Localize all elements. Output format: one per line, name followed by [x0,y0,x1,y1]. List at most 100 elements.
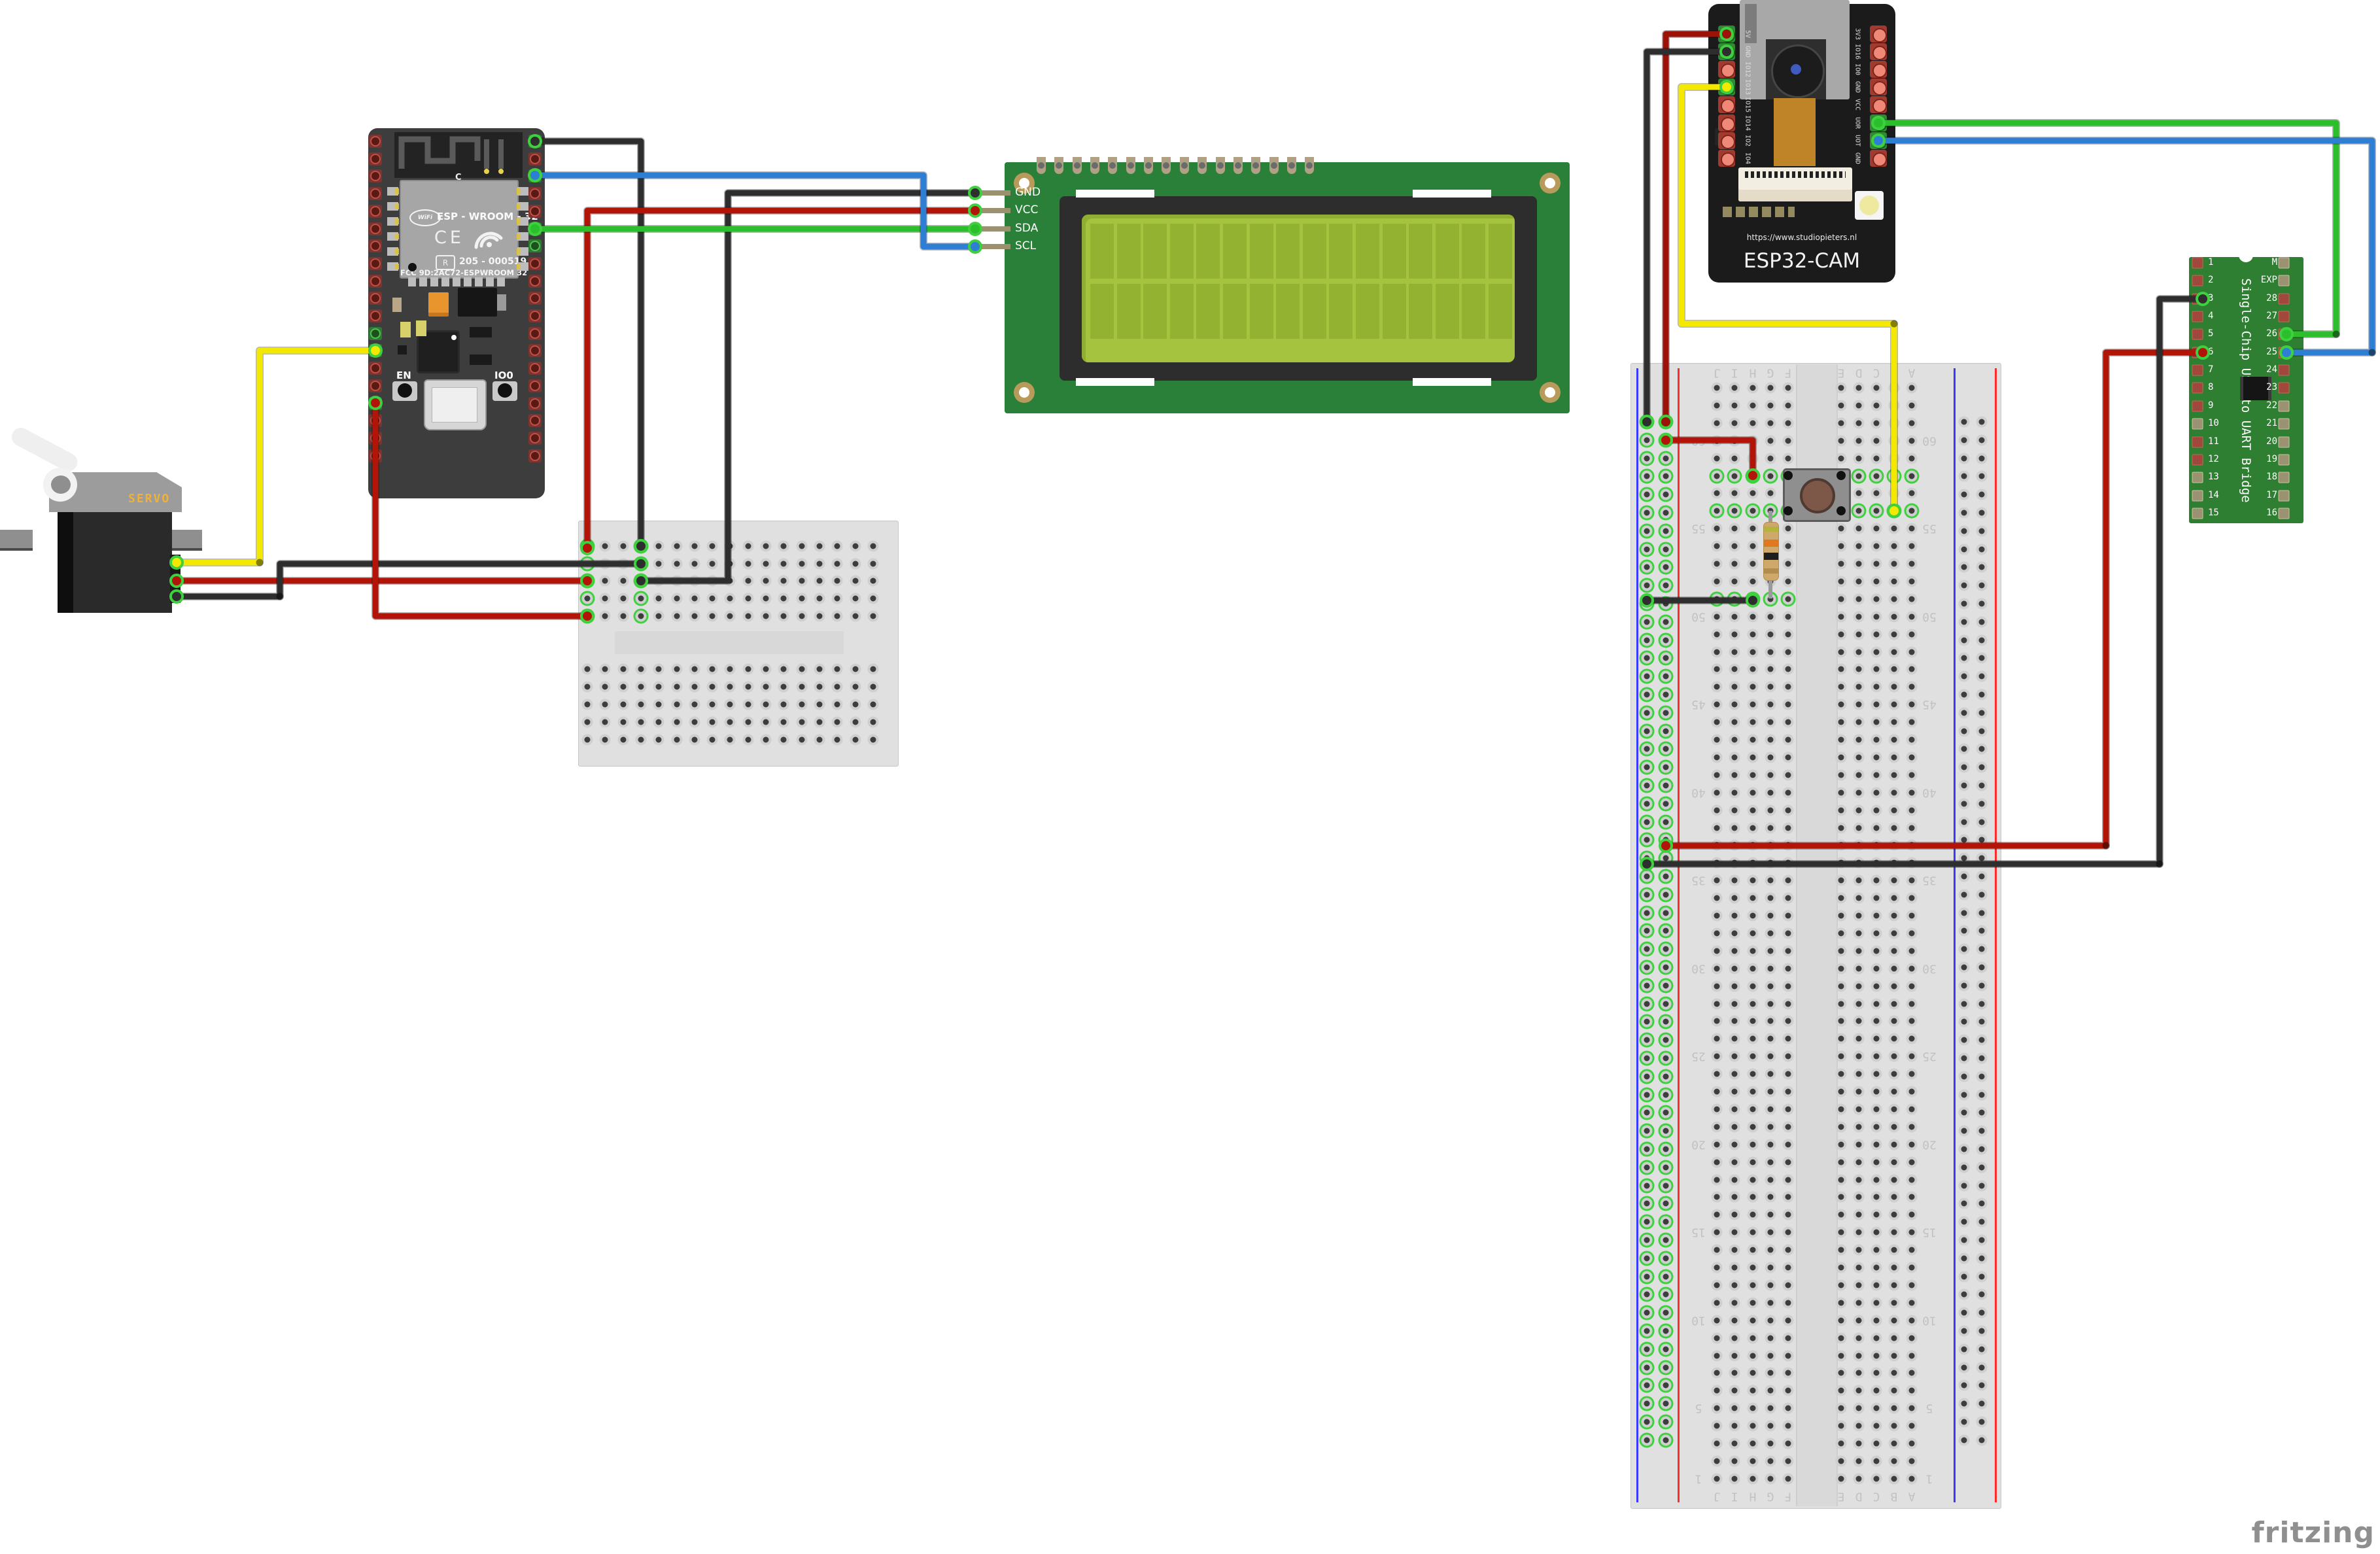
wire-connection-node[interactable] [2196,345,2210,360]
wire-bend-point[interactable] [2156,860,2164,868]
breadboard-hole [814,540,825,552]
wire-bend-point[interactable] [276,593,284,600]
wire-connection-node[interactable] [1887,504,1901,518]
breadboard-hole [1660,871,1672,882]
wire-bend-point[interactable] [256,559,264,566]
wire-connection-node[interactable] [368,396,383,410]
wire-connection-node[interactable] [580,541,595,555]
breadboard-hole [1641,1325,1653,1337]
wire-connection-node[interactable] [1871,133,1886,148]
breadboard-hole [1853,681,1865,693]
wire-bend-point[interactable] [2368,349,2376,356]
breadboard-hole [1729,611,1740,623]
breadboard-hole [1660,1016,1672,1027]
breadboard-hole [1782,382,1794,394]
sd-slot-detail [1745,4,1757,43]
wire-connection-node[interactable] [1640,415,1654,429]
breadboard-hole [1660,1362,1672,1373]
wire-connection-node[interactable] [968,186,982,200]
wire-rail-to-button-red[interactable] [1663,437,1756,479]
breadboard-hole [1660,670,1672,682]
breadboard-hole [796,681,808,693]
breadboard-hole [850,540,861,552]
breadboard-hole [1660,525,1672,537]
wire-connection-node[interactable] [580,609,595,623]
wire-connection-node[interactable] [634,574,648,588]
breadboard-hole [1976,689,1988,700]
wire-connection-node[interactable] [580,574,595,588]
wire-connection-node[interactable] [1659,838,1673,853]
breadboard-hole [1660,634,1672,646]
wire-connection-node[interactable] [169,574,184,588]
wire-cam-gnd-to-rail[interactable] [1644,48,1730,425]
wire-connection-node[interactable] [1746,468,1760,483]
breadboard-hole [1660,798,1672,810]
breadboard-hole [1976,1162,1988,1173]
breadboard-hole [831,610,843,622]
breadboard-hole [599,681,611,693]
wire-connection-node[interactable] [1719,27,1734,41]
breadboard-hole [1711,382,1723,394]
wire-connection-node[interactable] [1659,433,1673,447]
breadboard-hole [1660,453,1672,464]
wire-connection-node[interactable] [1719,44,1734,59]
cam-smd-2 [1723,207,1795,217]
wire-cam-io13-to-button[interactable] [1678,84,1897,514]
breadboard-hole [1871,646,1882,657]
breadboard-hole [1765,382,1776,394]
wire-servo-signal-yellow[interactable] [173,347,379,566]
wire-connection-node[interactable] [2279,327,2294,341]
regulator-tab [497,294,506,311]
breadboard-hole [1853,417,1865,429]
breadboard-hole [867,681,879,693]
esp32-en-label: EN [396,370,411,381]
wire-connection-node[interactable] [1746,593,1760,608]
wire-connection-node[interactable] [1640,593,1654,608]
breadboard-hole [1641,798,1653,810]
wire-rail-to-uart-pin3[interactable] [1644,296,2206,867]
wire-bend-point[interactable] [2332,330,2340,338]
wire-connection-node[interactable] [968,222,982,236]
breadboard-hole [1641,453,1653,464]
wire-connection-node[interactable] [169,555,184,570]
wire-connection-node[interactable] [2279,345,2294,360]
breadboard-hole [796,558,808,570]
breadboard-hole [1747,629,1759,640]
breadboard-hole [1976,1271,1988,1283]
wire-connection-node[interactable] [2196,292,2210,306]
breadboard-hole [1906,681,1918,693]
breadboard-hole [1711,505,1723,517]
wire-connection-node[interactable] [634,557,648,571]
wire-connection-node[interactable] [968,239,982,254]
breadboard-hole [1835,593,1847,605]
wire-connection-node[interactable] [1640,857,1654,871]
wire-connection-node[interactable] [1719,80,1734,94]
breadboard-hole [760,575,772,587]
wire-connection-node[interactable] [528,134,542,148]
breadboard-hole [599,575,611,587]
wire-connection-node[interactable] [169,589,184,604]
wire-connection-node[interactable] [528,168,542,182]
wire-cam-5v-to-rail[interactable] [1663,31,1730,425]
wire-connection-node[interactable] [1871,116,1886,130]
wire-bend-point[interactable] [1890,320,1898,328]
breadboard-hole [867,716,879,728]
wire-connection-node[interactable] [634,539,648,553]
wire-connection-node[interactable] [1659,415,1673,429]
wire-connection-node[interactable] [368,343,383,358]
breadboard-hole [671,681,682,693]
breadboard-hole [1853,646,1865,657]
breadboard-hole [760,716,772,728]
breadboard-hole [1641,525,1653,537]
wire-cam-uot-to-uart-pin25[interactable] [1875,137,2375,356]
wire-breadboard-to-lcd-vcc[interactable] [584,207,978,551]
breadboard-hole [760,734,772,746]
wire-breadboard-to-lcd-gnd[interactable] [638,190,978,584]
wire-bend-point[interactable] [2102,842,2110,850]
wire-connection-node[interactable] [528,222,542,236]
wire-cam-uor-to-uart-pin26[interactable] [1875,120,2339,337]
breadboard-hole [1729,576,1740,587]
wire-connection-node[interactable] [968,203,982,218]
breadboard-hole [1976,470,1988,482]
esp32-cert-number: 205 - 000519 [459,256,527,267]
